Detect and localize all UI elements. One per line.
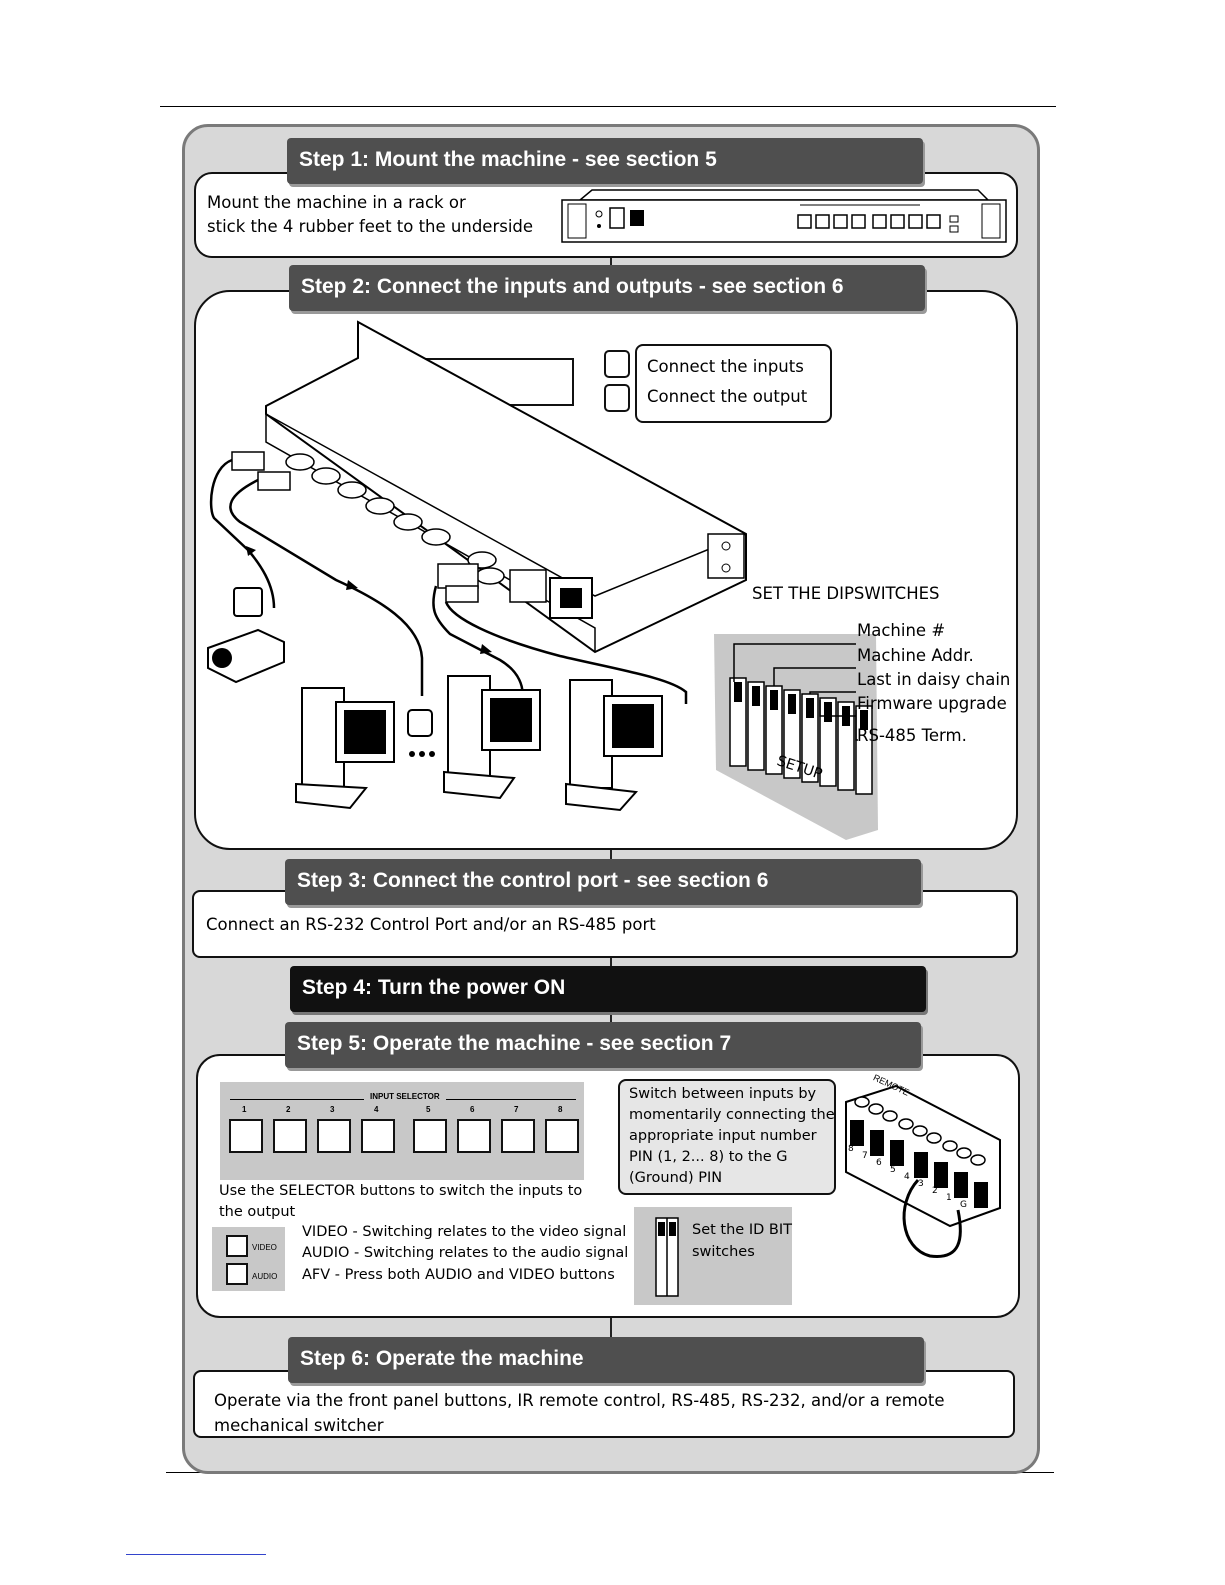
legend-connect-output: Connect the output [647, 387, 808, 406]
input-selector-button-8[interactable] [545, 1119, 579, 1153]
legend-connect-inputs: Connect the inputs [647, 357, 804, 376]
remote-pin-3: 3 [918, 1179, 924, 1189]
remote-pin-6: 6 [876, 1158, 882, 1168]
remote-pin-ground: G [960, 1200, 967, 1210]
input-number-4: 4 [374, 1105, 379, 1114]
step1-header: Step 1: Mount the machine - see section … [287, 138, 923, 184]
remote-note-line4: PIN (1, 2... 8) to the G [629, 1149, 788, 1165]
legend-box [635, 344, 832, 423]
input-number-8: 8 [558, 1105, 563, 1114]
remote-note-line1: Switch between inputs by [629, 1086, 817, 1102]
step1-text-line1: Mount the machine in a rack or [207, 193, 466, 212]
input-selector-button-7[interactable] [501, 1119, 535, 1153]
step6-header: Step 6: Operate the machine [288, 1337, 924, 1383]
remote-pin-1: 1 [946, 1193, 952, 1203]
step6-text-line2: mechanical switcher [214, 1416, 384, 1435]
remote-note-line5: (Ground) PIN [629, 1170, 723, 1186]
mode-audio-text: AUDIO - Switching relates to the audio s… [302, 1245, 629, 1261]
remote-note-box [618, 1079, 836, 1195]
step3-header: Step 3: Connect the control port - see s… [285, 859, 921, 905]
video-audio-panel [212, 1227, 285, 1291]
remote-pin-7: 7 [862, 1151, 868, 1161]
remote-pin-4: 4 [904, 1172, 910, 1182]
remote-pin-8: 8 [848, 1144, 854, 1154]
step5-header: Step 5: Operate the machine - see sectio… [285, 1022, 921, 1068]
input-selector-button-4[interactable] [361, 1119, 395, 1153]
dip-label-rs485-term: RS-485 Term. [857, 726, 967, 745]
dipswitch-illustration [714, 634, 878, 840]
legend-number-box-2 [604, 384, 630, 412]
remote-pin-5: 5 [890, 1165, 896, 1175]
input-number-1: 1 [242, 1105, 247, 1114]
step3-text: Connect an RS-232 Control Port and/or an… [206, 915, 656, 934]
dip-label-last-in-chain: Last in daisy chain [857, 670, 1011, 689]
footer-link-underline [126, 1554, 266, 1555]
remote-terminal-block-illustration [845, 1084, 1001, 1258]
input-selector-button-2[interactable] [273, 1119, 307, 1153]
selector-caption-line2: the output [219, 1204, 296, 1220]
remote-note-line3: appropriate input number [629, 1128, 817, 1144]
front-panel-illustration [561, 189, 1007, 243]
step2-header: Step 2: Connect the inputs and outputs -… [289, 265, 925, 311]
input-selector-button-6[interactable] [457, 1119, 491, 1153]
input-selector-button-3[interactable] [317, 1119, 351, 1153]
rear-panel-connection-diagram [207, 320, 747, 812]
dip-label-firmware-upgrade: Firmware upgrade [857, 694, 1007, 713]
input-selector-button-1[interactable] [229, 1119, 263, 1153]
mode-video-text: VIDEO - Switching relates to the video s… [302, 1224, 627, 1240]
input-number-3: 3 [330, 1105, 335, 1114]
input-selector-button-5[interactable] [413, 1119, 447, 1153]
audio-button-label: AUDIO [252, 1272, 278, 1281]
input-number-7: 7 [514, 1105, 519, 1114]
input-number-6: 6 [470, 1105, 475, 1114]
remote-pin-2: 2 [932, 1186, 938, 1196]
input-selector-title: INPUT SELECTOR [364, 1092, 446, 1101]
video-button-label: VIDEO [252, 1243, 277, 1252]
video-button[interactable] [226, 1235, 248, 1257]
input-number-2: 2 [286, 1105, 291, 1114]
id-bit-text-line1: Set the ID BIT [692, 1222, 792, 1238]
legend-number-box-1 [604, 350, 630, 378]
dip-label-machine-number: Machine # [857, 621, 946, 640]
dipswitch-title: SET THE DIPSWITCHES [752, 584, 940, 603]
dip-label-machine-addr: Machine Addr. [857, 646, 974, 665]
input-number-5: 5 [426, 1105, 431, 1114]
audio-button[interactable] [226, 1263, 248, 1285]
step6-text-line1: Operate via the front panel buttons, IR … [214, 1391, 945, 1410]
id-bit-switch-icon [655, 1217, 679, 1297]
header-rule [160, 106, 1056, 107]
remote-note-line2: momentarily connecting the [629, 1107, 835, 1123]
step1-text-line2: stick the 4 rubber feet to the underside [207, 217, 534, 236]
step4-header: Step 4: Turn the power ON [290, 966, 926, 1012]
selector-caption-line1: Use the SELECTOR buttons to switch the i… [219, 1183, 583, 1199]
id-bit-text-line2: switches [692, 1244, 755, 1260]
mode-afv-text: AFV - Press both AUDIO and VIDEO buttons [302, 1267, 615, 1283]
